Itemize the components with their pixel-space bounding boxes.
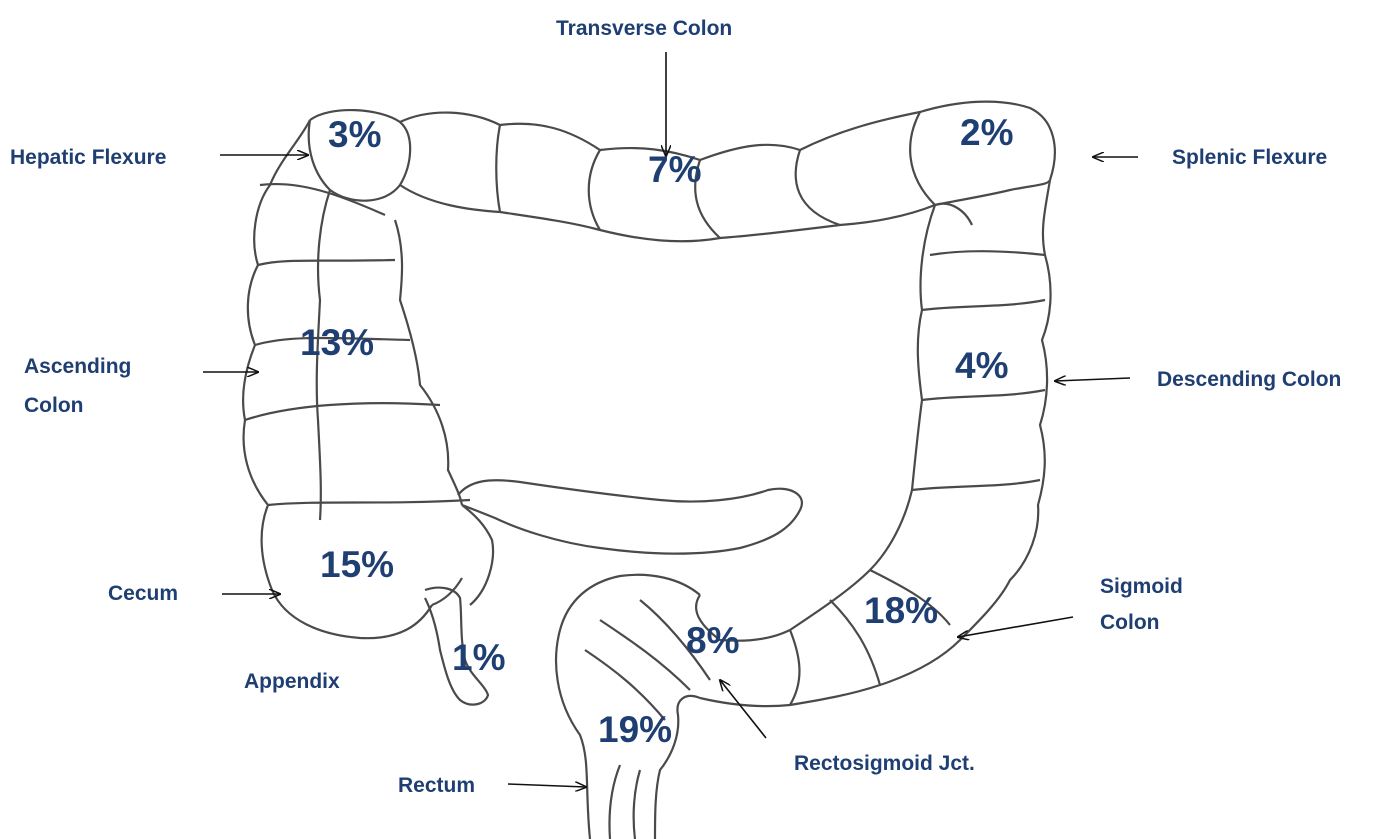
label-sigmoid-colon-line2: Colon — [1100, 609, 1159, 636]
arrow-descending-colon — [1055, 378, 1130, 381]
label-transverse-colon: Transverse Colon — [556, 15, 732, 42]
pct-sigmoid-colon: 18% — [864, 591, 938, 631]
pct-appendix: 1% — [452, 638, 505, 678]
arrow-rectosigmoid-jct — [720, 680, 766, 738]
arrow-sigmoid-colon — [958, 617, 1073, 637]
pct-transverse-colon: 7% — [648, 150, 701, 190]
arrow-rectum — [508, 784, 586, 787]
pct-ascending-colon: 13% — [300, 323, 374, 363]
label-appendix: Appendix — [244, 668, 340, 695]
pct-rectum: 19% — [598, 710, 672, 750]
pct-descending-colon: 4% — [955, 346, 1008, 386]
label-ascending-colon-line1: Ascending — [24, 353, 131, 380]
pct-splenic-flexure: 2% — [960, 113, 1013, 153]
pct-rectosigmoid-jct: 8% — [686, 621, 739, 661]
label-rectosigmoid-jct: Rectosigmoid Jct. — [794, 750, 975, 777]
label-descending-colon: Descending Colon — [1157, 366, 1341, 393]
pct-hepatic-flexure: 3% — [328, 115, 381, 155]
label-rectum: Rectum — [398, 772, 475, 799]
label-sigmoid-colon-line1: Sigmoid — [1100, 573, 1183, 600]
label-cecum: Cecum — [108, 580, 178, 607]
label-hepatic-flexure: Hepatic Flexure — [10, 144, 166, 171]
label-ascending-colon-line2: Colon — [24, 392, 83, 419]
label-splenic-flexure: Splenic Flexure — [1172, 144, 1327, 171]
pct-cecum: 15% — [320, 545, 394, 585]
